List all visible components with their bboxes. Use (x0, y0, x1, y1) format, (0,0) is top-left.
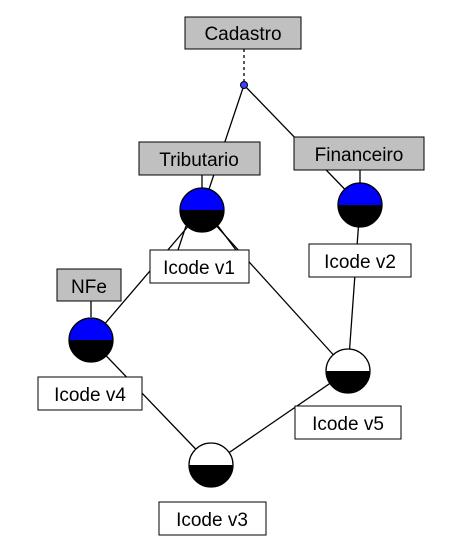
node-financeiro-bottom (338, 205, 382, 227)
node-nfe (68, 317, 114, 363)
version-label-v4: Icode v4 (37, 376, 143, 411)
concept-label-nfe-text: NFe (71, 277, 107, 298)
node-financeiro (337, 182, 383, 228)
version-label-v1: Icode v1 (149, 249, 250, 284)
version-label-v3-text: Icode v3 (176, 510, 248, 531)
node-v3-bottom (189, 465, 233, 487)
node-v3 (188, 442, 234, 488)
concept-label-cadastro-text: Cadastro (204, 24, 281, 45)
version-label-v5-text: Icode v5 (312, 414, 384, 435)
node-v5-top (326, 349, 370, 371)
node-v5 (325, 348, 371, 394)
version-label-v2: Icode v2 (308, 243, 412, 278)
version-label-v4-text: Icode v4 (54, 385, 126, 406)
concept-label-tributario-text: Tributario (159, 150, 239, 171)
concept-label-financeiro: Financeiro (293, 136, 425, 171)
edge-v1-v5 (201, 209, 349, 372)
concept-label-cadastro: Cadastro (184, 16, 302, 50)
edge-tributario-v1-left (177, 225, 187, 251)
edge-v5-v3 (210, 370, 349, 466)
node-v3-top (189, 443, 233, 465)
node-financeiro-top (338, 183, 382, 205)
edge-nfe-v3 (90, 339, 212, 466)
root-node (240, 81, 248, 89)
concept-label-nfe: NFe (56, 268, 122, 302)
edge-financeiro-v5 (347, 204, 361, 372)
node-v5-bottom (326, 371, 370, 393)
version-label-v2-text: Icode v2 (324, 252, 396, 273)
concept-label-tributario: Tributario (138, 141, 261, 176)
lattice-edges (90, 49, 361, 466)
version-label-v1-text: Icode v1 (163, 258, 235, 279)
node-nfe-top (69, 318, 113, 340)
node-nfe-bottom (69, 340, 113, 362)
version-label-v3: Icode v3 (158, 501, 267, 536)
version-label-v5: Icode v5 (294, 405, 402, 440)
concept-label-financeiro-text: Financeiro (315, 145, 404, 166)
node-tributario (179, 187, 225, 233)
node-tributario-bottom (180, 210, 224, 232)
node-tributario-top (180, 188, 224, 210)
